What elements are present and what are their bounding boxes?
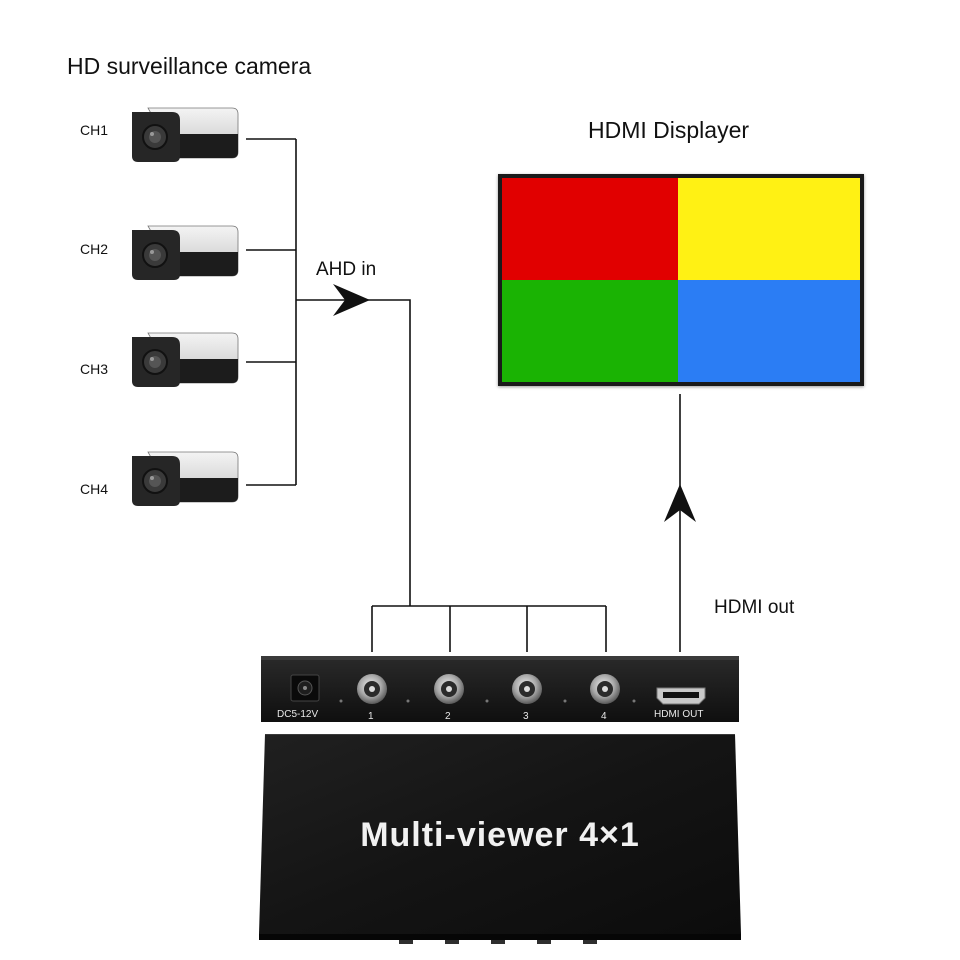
ahd-in-label: AHD in <box>316 259 377 280</box>
camera-ch3-icon <box>128 329 240 391</box>
display-quadrant-top-left <box>502 178 678 280</box>
device-name: Multi-viewer 4×1 <box>360 816 640 854</box>
bnc-port-3-icon <box>512 674 542 704</box>
hdmi-out-arrow <box>664 484 696 522</box>
display-quadrant-bottom-left <box>502 280 678 382</box>
bnc-port-2-icon <box>434 674 464 704</box>
ahd-in-arrow <box>333 284 370 316</box>
hdmi-out-port-label: HDMI OUT <box>654 709 704 720</box>
camera-label-ch4: CH4 <box>80 481 109 497</box>
camera-group-title: HD surveillance camera <box>67 53 312 79</box>
ahd-feed-wire <box>296 299 411 606</box>
input-port-label-4: 4 <box>601 711 607 722</box>
display-quadrant-bottom-right <box>678 280 860 382</box>
camera-label-ch2: CH2 <box>80 241 109 257</box>
input-port-label-2: 2 <box>445 711 451 722</box>
power-port-label: DC5-12V <box>277 709 319 720</box>
input-port-label-3: 3 <box>523 711 529 722</box>
camera-ch4-icon <box>128 448 240 510</box>
display-title: HDMI Displayer <box>588 117 750 143</box>
camera-label-ch3: CH3 <box>80 361 109 377</box>
multi-viewer-device: Multi-viewer 4×1 <box>259 734 741 946</box>
display-quadrant-top-right <box>678 178 860 280</box>
bnc-port-4-icon <box>590 674 620 704</box>
hdmi-display <box>498 174 864 386</box>
power-jack-icon <box>290 674 320 702</box>
device-rear-panel: DC5-12V 1 2 3 4 HDMI OUT <box>261 656 739 726</box>
bnc-port-1-icon <box>357 674 387 704</box>
input-port-label-1: 1 <box>368 711 374 722</box>
hdmi-port-icon <box>656 687 706 705</box>
camera-ch1-icon <box>128 104 240 166</box>
hdmi-out-label: HDMI out <box>714 597 795 618</box>
camera-label-ch1: CH1 <box>80 122 109 138</box>
camera-ch2-icon <box>128 222 240 284</box>
